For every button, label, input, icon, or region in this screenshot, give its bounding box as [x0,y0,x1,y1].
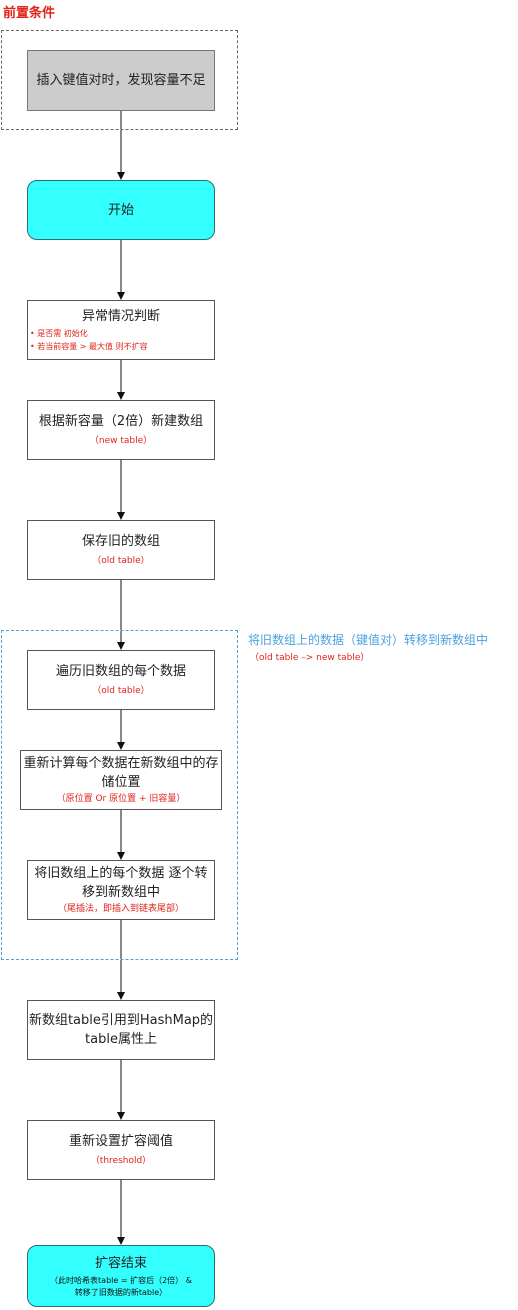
transfer-group-title: 将旧数组上的数据（键值对）转移到新数组中 [248,633,489,647]
check-bullet-max: • 若当前容量 > 最大值 则不扩容 [30,342,148,351]
end-node: 扩容结束 （此时哈希表table = 扩容后（2倍） & 转移了旧数据的新tab… [27,1245,215,1307]
precondition-group [1,30,238,130]
start-node: 开始 [27,180,215,240]
start-label: 开始 [107,202,134,218]
check-bullet-max-text: 若当前容量 > 最大值 则不扩容 [37,342,148,351]
trigger-label: 插入键值对时，发现容量不足 [36,73,206,88]
threshold-label: 重新设置扩容阈值 [68,1134,173,1149]
create-node: 根据新容量（2倍）新建数组 （new table） [27,400,215,460]
move-node: 将旧数组上的每个数据 逐个转 移到新数组中 （尾插法，即插入到链表尾部） [27,860,215,920]
trigger-node: 插入键值对时，发现容量不足 [27,50,215,111]
end-label: 扩容结束 [94,1255,147,1271]
recalc-label-line1: 重新计算每个数据在新数组中的存 [23,756,219,771]
threshold-node: 重新设置扩容阈值 （threshold） [27,1120,215,1180]
threshold-note: （threshold） [90,1156,152,1166]
precondition-title: 前置条件 [3,6,56,21]
recalc-label-line2: 储位置 [101,775,141,790]
transfer-group [1,630,238,960]
assign-label-line2: table属性上 [85,1032,157,1047]
recalc-node: 重新计算每个数据在新数组中的存 储位置 （原位置 Or 原位置 + 旧容量） [20,750,222,810]
iterate-label: 遍历旧数组的每个数据 [55,664,186,679]
recalc-note: （原位置 Or 原位置 + 旧容量） [56,794,186,804]
iterate-note: （old table） [92,686,150,696]
check-bullet-init: • 是否需 初始化 [30,329,88,338]
move-label-line2: 移到新数组中 [81,885,160,900]
end-note-line2: 转移了旧数据的新table） [74,1287,168,1297]
check-bullets: • 是否需 初始化 • 若当前容量 > 最大值 则不扩容 [30,327,148,353]
transfer-group-note: （old table –> new table） [250,653,370,663]
move-note: （尾插法，即插入到链表尾部） [57,904,184,914]
check-node: 异常情况判断 • 是否需 初始化 • 若当前容量 > 最大值 则不扩容 [27,300,215,360]
save-note: （old table） [92,556,150,566]
end-note-line1: （此时哈希表table = 扩容后（2倍） & [50,1275,192,1285]
save-label: 保存旧的数组 [81,534,160,549]
iterate-node: 遍历旧数组的每个数据 （old table） [27,650,215,710]
assign-node: 新数组table引用到HashMap的 table属性上 [27,1000,215,1060]
create-note: （new table） [89,436,153,446]
save-node: 保存旧的数组 （old table） [27,520,215,580]
assign-label-line1: 新数组table引用到HashMap的 [28,1013,214,1028]
move-label-line1: 将旧数组上的每个数据 逐个转 [34,866,208,881]
check-label: 异常情况判断 [81,309,160,324]
create-label: 根据新容量（2倍）新建数组 [38,414,204,429]
check-bullet-init-text: 是否需 初始化 [37,329,88,338]
